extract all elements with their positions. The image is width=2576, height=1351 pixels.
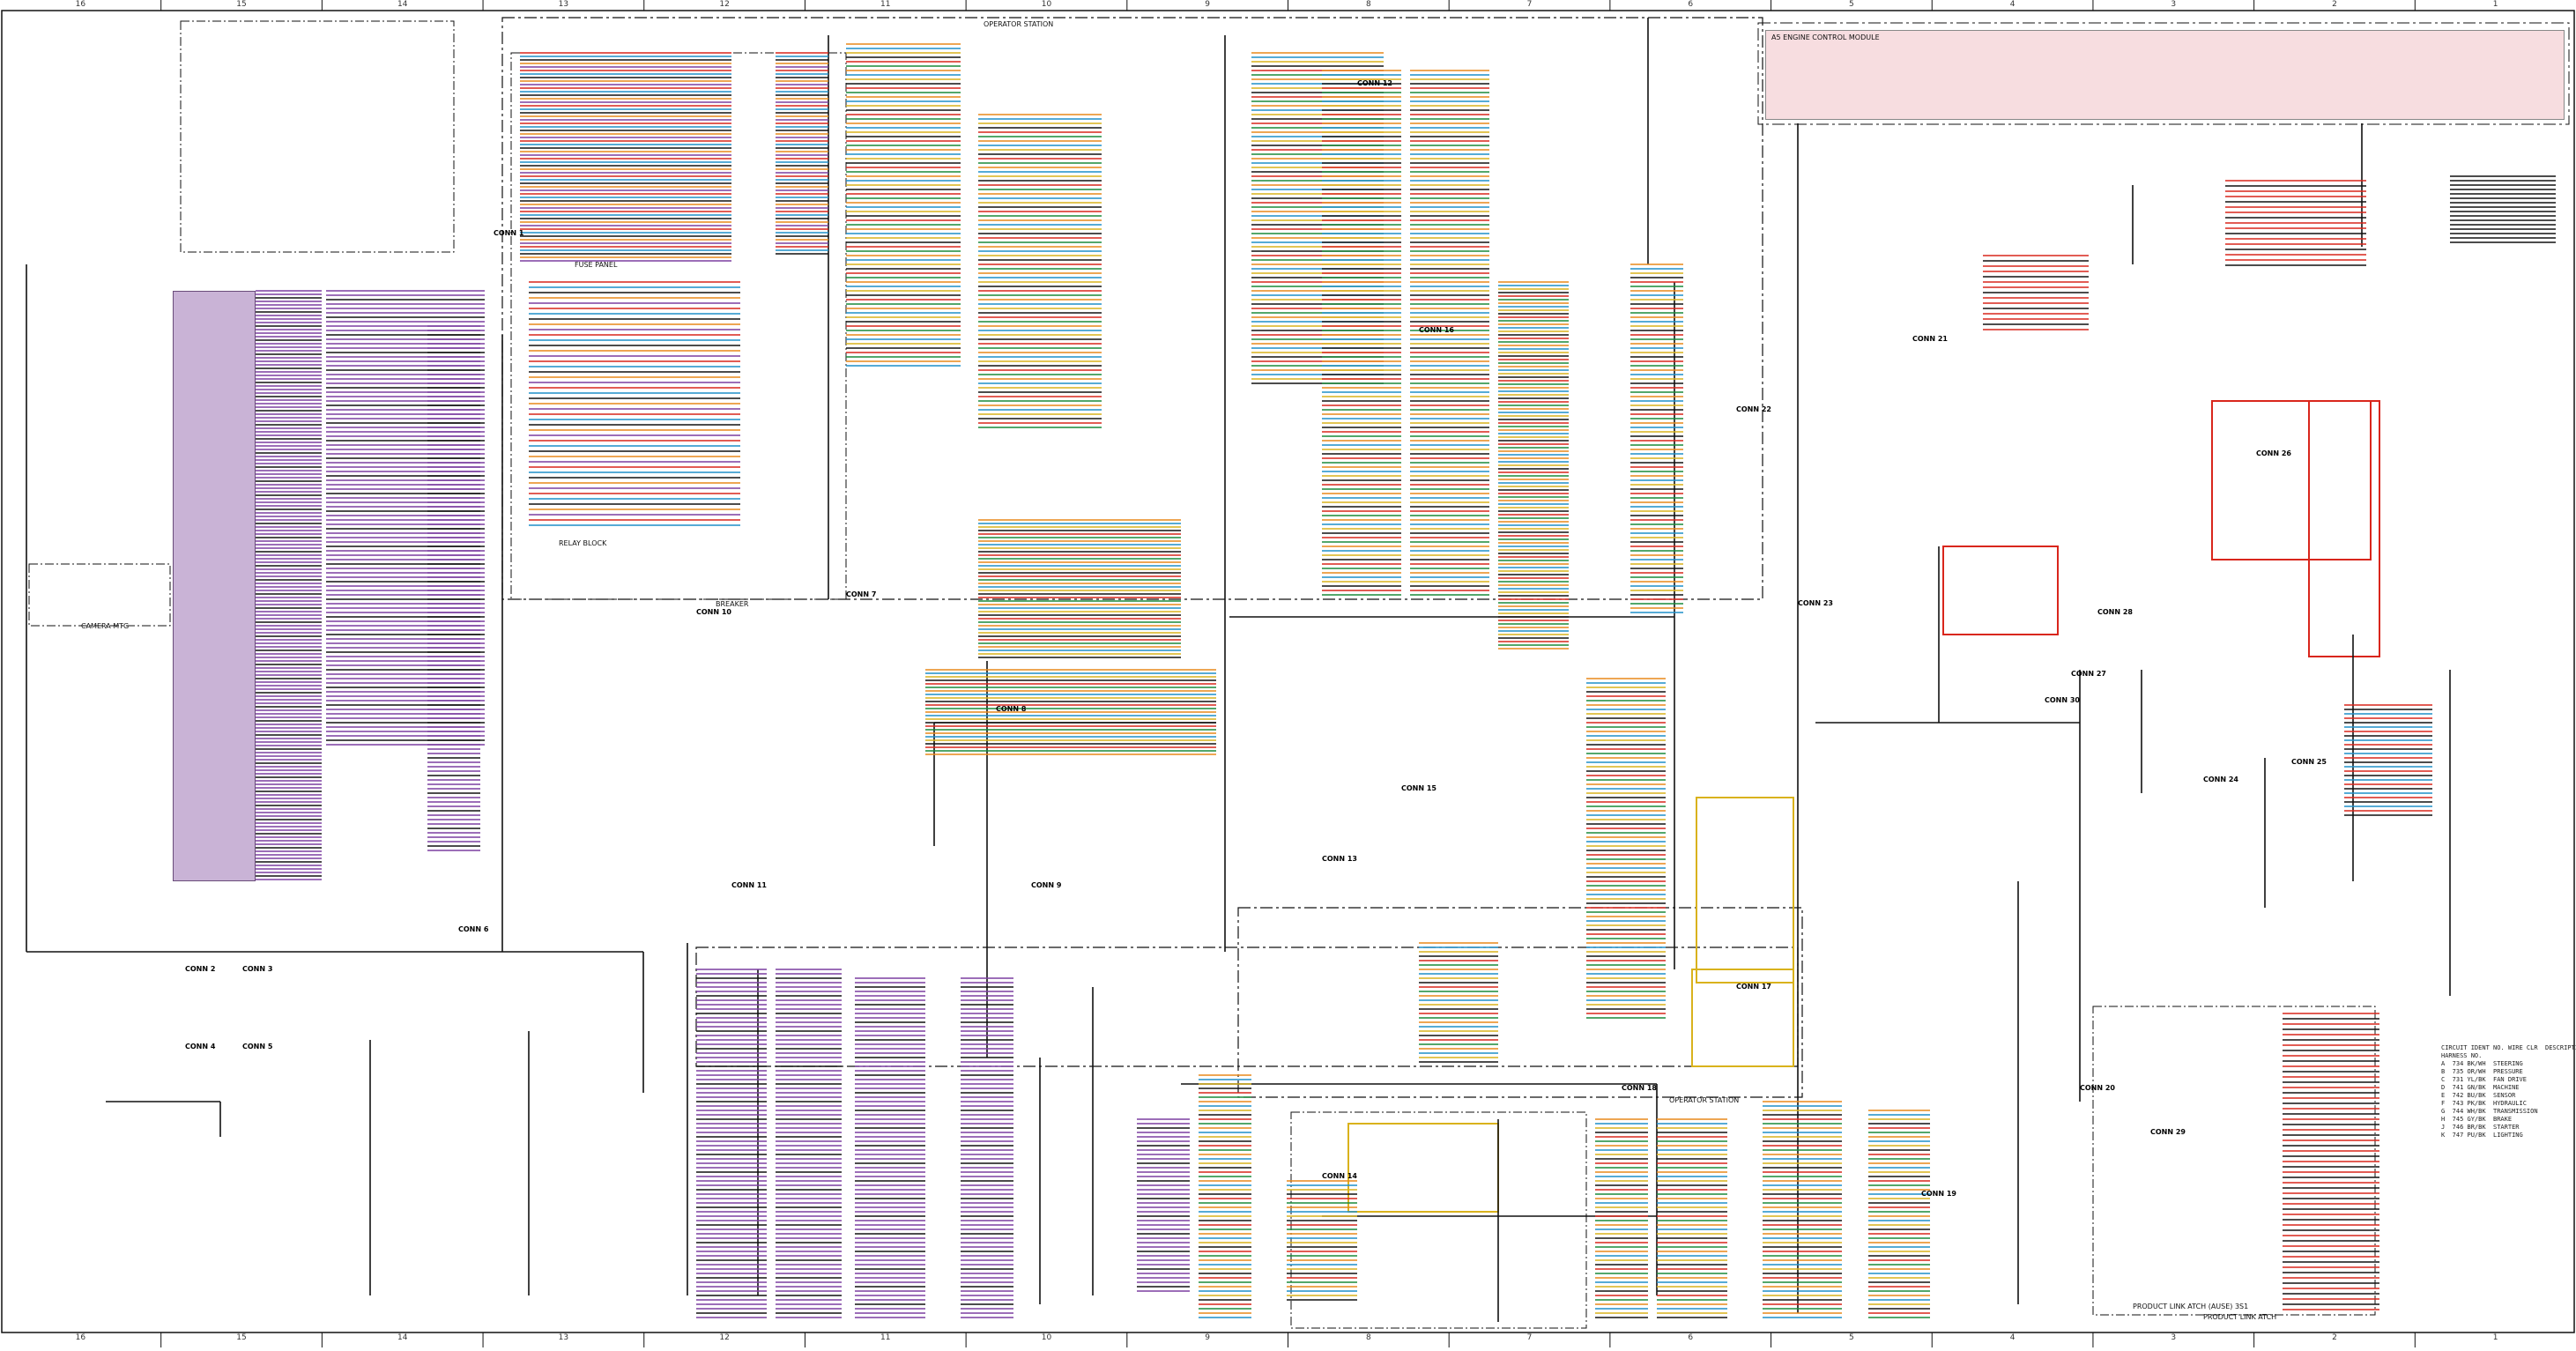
fuse-panel-label: FUSE PANEL — [575, 261, 618, 269]
connector-label: CONN 12 — [1357, 79, 1392, 87]
operator-station-label-2: OPERATOR STATION — [1669, 1096, 1740, 1104]
wire-legend: CIRCUIT IDENT NO. WIRE CLR DESCRIPTION H… — [2441, 1044, 2576, 1139]
connector-label: CONN 29 — [2150, 1128, 2186, 1136]
zone-label: 10 — [1041, 1333, 1052, 1342]
connector-label: CONN 1 — [494, 229, 524, 237]
panel-outline — [2308, 400, 2380, 657]
zone-label: 14 — [397, 1333, 408, 1342]
engine-ecm-label: A5 ENGINE CONTROL MODULE — [1771, 33, 1880, 41]
zone-label: 7 — [1526, 0, 1533, 9]
connector-label: CONN 6 — [458, 925, 489, 933]
connector-label: CONN 30 — [2045, 696, 2080, 704]
zone-label: 15 — [236, 1333, 247, 1342]
product-link-label-2: PRODUCT LINK ATCH — [2203, 1313, 2277, 1321]
connector-label: CONN 8 — [996, 705, 1027, 713]
panel-outline — [1, 10, 2575, 1333]
zone-label: 15 — [236, 0, 247, 9]
connector-label: CONN 10 — [696, 608, 731, 616]
connector-label: CONN 25 — [2291, 758, 2327, 766]
zone-label: 7 — [1526, 1333, 1533, 1342]
connector-label: CONN 24 — [2203, 776, 2238, 783]
connector-label: CONN 20 — [2080, 1084, 2115, 1092]
connector-label: CONN 21 — [1912, 335, 1948, 343]
panel-outline — [501, 17, 1763, 600]
zone-label: 4 — [2009, 1333, 2016, 1342]
zone-label: 2 — [2332, 1333, 2337, 1342]
panel-outline — [1757, 22, 2570, 125]
connector-label: CONN 17 — [1736, 983, 1771, 991]
harness-block-left — [173, 291, 256, 881]
zone-label: 16 — [75, 0, 86, 9]
zone-label: 1 — [2492, 1333, 2498, 1342]
zone-label: 14 — [397, 0, 408, 9]
product-link-label: PRODUCT LINK ATCH (AUSE) 3S1 — [2133, 1303, 2249, 1310]
connector-label: CONN 9 — [1031, 881, 1062, 889]
connector-label: CONN 22 — [1736, 405, 1771, 413]
zone-label: 16 — [75, 1333, 86, 1342]
zone-label: 12 — [719, 0, 730, 9]
panel-outline — [1942, 546, 2059, 635]
connector-label: CONN 26 — [2256, 449, 2291, 457]
zone-label: 8 — [1365, 0, 1371, 9]
zone-label: 3 — [2171, 0, 2177, 9]
zone-label: 12 — [719, 1333, 730, 1342]
zone-label: 11 — [880, 0, 891, 9]
panel-outline — [1691, 969, 1794, 1067]
panel-outline — [1347, 1123, 1499, 1213]
connector-label: CONN 5 — [242, 1043, 273, 1050]
engine-ecm-block — [1765, 30, 2565, 120]
zone-label: 2 — [2332, 0, 2337, 9]
zone-label: 5 — [1849, 1333, 1854, 1342]
operator-station-label: OPERATOR STATION — [984, 20, 1054, 28]
zone-label: 3 — [2171, 1333, 2177, 1342]
wire-bundles — [256, 43, 2556, 1318]
zone-label: 9 — [1205, 1333, 1211, 1342]
camera-mtg-label: CAMERA MTG — [81, 622, 130, 630]
zone-label: 13 — [558, 1333, 569, 1342]
zone-label: 10 — [1041, 0, 1052, 9]
breaker-label: BREAKER — [716, 600, 749, 608]
connector-label: CONN 28 — [2097, 608, 2133, 616]
panel-outline — [1696, 797, 1794, 984]
zone-label: 6 — [1688, 1333, 1694, 1342]
connector-label: CONN 14 — [1322, 1172, 1357, 1180]
zone-label: 13 — [558, 0, 569, 9]
panel-outline — [1237, 907, 1803, 1098]
connector-label: CONN 11 — [731, 881, 767, 889]
connector-label: CONN 7 — [846, 590, 877, 598]
connector-label: CONN 15 — [1401, 784, 1436, 792]
zone-label: 9 — [1205, 0, 1211, 9]
zone-label: 5 — [1849, 0, 1854, 9]
panel-outline — [2211, 400, 2372, 560]
connector-label: CONN 23 — [1798, 599, 1833, 607]
connector-label: CONN 2 — [185, 965, 216, 973]
zone-label: 6 — [1688, 0, 1694, 9]
zone-label: 1 — [2492, 0, 2498, 9]
connector-label: CONN 16 — [1419, 326, 1454, 334]
connector-label: CONN 4 — [185, 1043, 216, 1050]
panel-outline — [180, 20, 455, 253]
panel-outline — [28, 563, 171, 627]
zone-label: 8 — [1365, 1333, 1371, 1342]
connector-label: CONN 18 — [1622, 1084, 1657, 1092]
zone-label: 11 — [880, 1333, 891, 1342]
zone-label: 4 — [2009, 0, 2016, 9]
panel-outline — [695, 946, 1799, 1067]
connector-label: CONN 3 — [242, 965, 273, 973]
connector-label: CONN 13 — [1322, 855, 1357, 863]
panel-outline — [1290, 1111, 1587, 1329]
relay-block-label: RELAY BLOCK — [559, 539, 607, 547]
panel-outline — [2092, 1006, 2376, 1316]
connector-label: CONN 19 — [1921, 1190, 1956, 1198]
panel-outline — [510, 52, 847, 600]
connector-label: CONN 27 — [2071, 670, 2106, 678]
